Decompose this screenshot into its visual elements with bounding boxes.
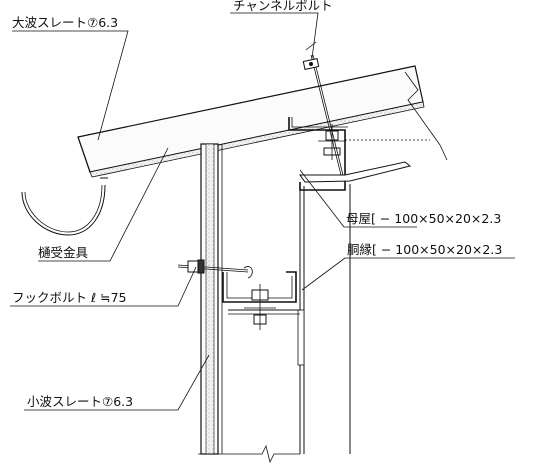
roof-slate-panel xyxy=(77,65,425,178)
label-purlin: 母屋[ − 100×50×20×2.3 xyxy=(346,211,501,226)
label-large-wave-slate: 大波スレート⑦6.3 xyxy=(12,15,118,30)
channel-bolt xyxy=(302,41,344,176)
bottom-break-line xyxy=(198,444,300,464)
hook-bolt xyxy=(177,259,253,279)
purlin-channel xyxy=(288,117,430,191)
label-channel-bolt: チャンネルボルト xyxy=(233,0,333,13)
leader-lines xyxy=(10,12,515,411)
steel-column xyxy=(297,184,351,454)
wall-slate-panel xyxy=(200,143,223,455)
gutter xyxy=(21,177,108,236)
girt-channel xyxy=(222,271,301,330)
roof-break-line xyxy=(404,71,448,161)
label-gutter-bracket: 樋受金具 xyxy=(38,245,89,260)
bolt-nut-icon xyxy=(244,284,276,330)
label-girt: 胴縁[ − 100×50×20×2.3 xyxy=(347,242,502,257)
label-small-wave-slate: 小波スレート⑦6.3 xyxy=(27,394,133,409)
label-hook-bolt: フックボルト ℓ ≒75 xyxy=(12,290,127,305)
